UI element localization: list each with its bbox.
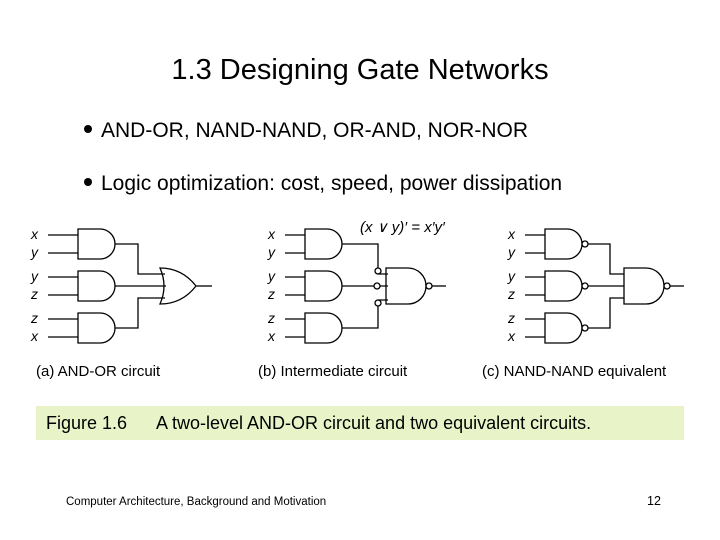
input-label: z <box>507 310 515 326</box>
and-gate-3 <box>304 312 343 344</box>
gate-network-diagram: (x ∨ y)′ = x′y′ x y y z z x (a) AND-OR c… <box>30 219 684 380</box>
input-label: x <box>267 328 276 344</box>
page-number: 12 <box>647 494 661 508</box>
input-label: x <box>30 328 39 344</box>
input-label: y <box>30 244 39 260</box>
slide-footer: Computer Architecture, Background and Mo… <box>66 496 327 508</box>
circuit-nand-nand: x y y z z x (c) NAND-NAND equivalent <box>482 226 684 380</box>
input-label: z <box>507 286 515 302</box>
slide-title: 1.3 Designing Gate Networks <box>171 54 549 86</box>
and-gate-3 <box>77 312 116 344</box>
input-label: x <box>30 226 39 242</box>
figure-label: Figure 1.6 <box>46 413 128 433</box>
figure-caption: Figure 1.6 A two-level AND-OR circuit an… <box>36 406 684 440</box>
input-label: x <box>507 328 516 344</box>
figure-description: A two-level AND-OR circuit and two equiv… <box>156 413 592 433</box>
circuit-caption: (b) Intermediate circuit <box>258 363 408 380</box>
input-label: z <box>30 286 38 302</box>
nand-gate-2 <box>544 270 583 302</box>
circuit-caption: (a) AND-OR circuit <box>36 363 161 380</box>
bullet-dot-icon <box>84 125 92 134</box>
input-label: y <box>267 268 276 284</box>
nand-gate-1 <box>544 228 583 260</box>
circuit-and-or: x y y z z x (a) AND-OR circuit <box>30 226 212 380</box>
input-label: y <box>507 244 516 260</box>
input-label: z <box>267 310 275 326</box>
circuit-intermediate: x y y z z x (b) Intermediate circuit <box>258 226 446 380</box>
demorgan-equation: (x ∨ y)′ = x′y′ <box>360 219 446 236</box>
and-gate-2 <box>304 270 343 302</box>
nand-gate-3 <box>544 312 583 344</box>
and-gate-1 <box>77 228 116 260</box>
input-label: y <box>507 268 516 284</box>
bullet-text: Logic optimization: cost, speed, power d… <box>101 172 563 195</box>
input-label: y <box>267 244 276 260</box>
bullet-item-2: Logic optimization: cost, speed, power d… <box>84 172 562 196</box>
and-gate-4 <box>385 267 427 305</box>
nand-gate-4 <box>623 267 665 305</box>
input-label: x <box>507 226 516 242</box>
and-gate-1 <box>304 228 343 260</box>
bullet-item-1: AND-OR, NAND-NAND, OR-AND, NOR-NOR <box>84 119 528 143</box>
bullet-dot-icon <box>84 178 92 187</box>
input-label: x <box>267 226 276 242</box>
and-gate-2 <box>77 270 116 302</box>
input-label: z <box>30 310 38 326</box>
input-label: z <box>267 286 275 302</box>
circuit-caption: (c) NAND-NAND equivalent <box>482 363 667 380</box>
or-gate <box>159 267 197 305</box>
input-label: y <box>30 268 39 284</box>
bullet-text: AND-OR, NAND-NAND, OR-AND, NOR-NOR <box>101 119 528 142</box>
